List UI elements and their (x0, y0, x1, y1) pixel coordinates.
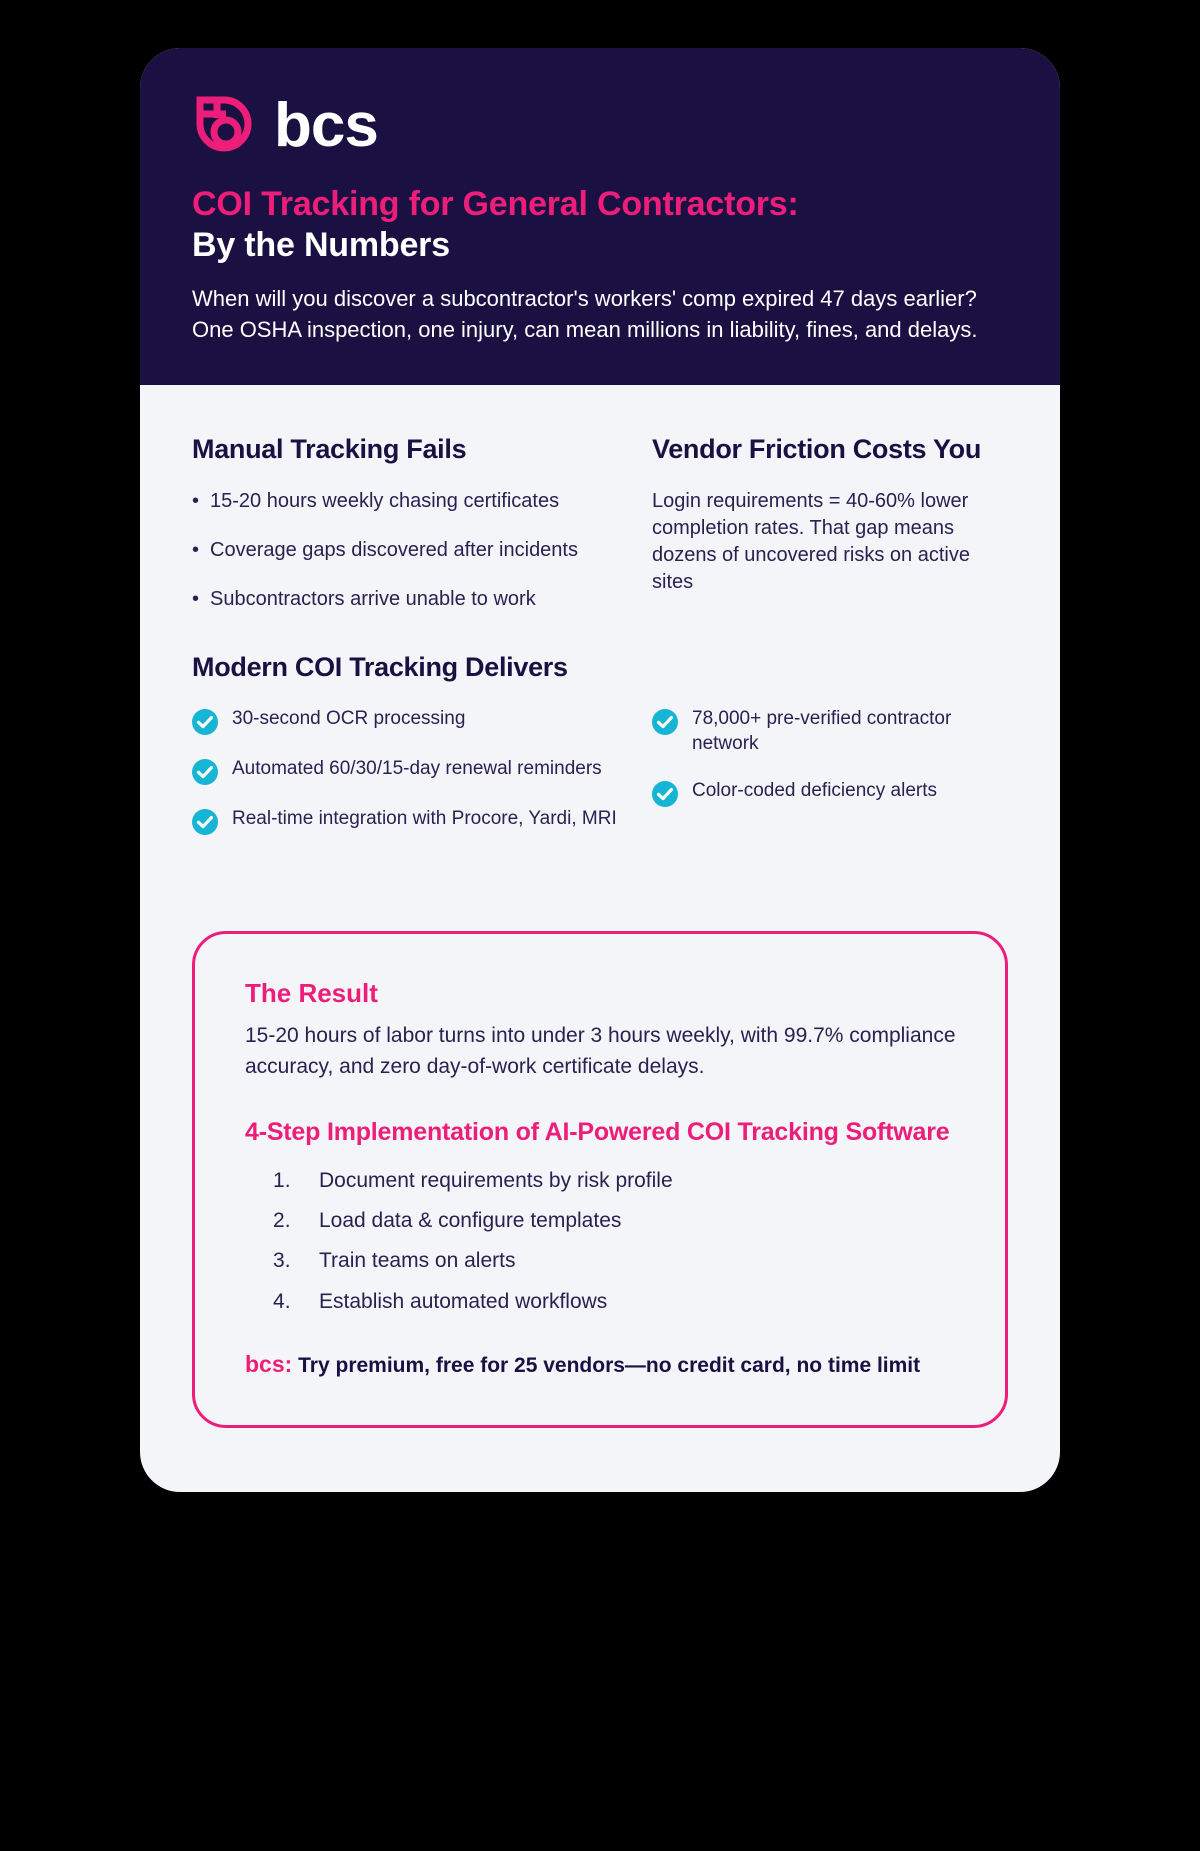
implementation-steps-list: Document requirements by risk profile Lo… (245, 1167, 957, 1317)
list-item: Subcontractors arrive unable to work (192, 586, 622, 613)
feature-label: Color-coded deficiency alerts (692, 779, 938, 801)
infographic-card: bcs COI Tracking for General Contractors… (140, 48, 1060, 1492)
implementation-steps-title: 4-Step Implementation of AI-Powered COI … (245, 1118, 950, 1147)
check-circle-icon (652, 780, 678, 807)
list-item: Real-time integration with Procore, Yard… (192, 807, 622, 836)
features-column-right: 78,000+ pre-verified contractor network … (652, 707, 1008, 835)
feature-label: Real-time integration with Procore, Yard… (232, 808, 617, 830)
check-circle-icon (192, 759, 218, 786)
list-item: Document requirements by risk profile (273, 1167, 673, 1196)
list-item: Establish automated workflows (273, 1288, 608, 1317)
brand-row: bcs (192, 94, 1008, 158)
features-grid: 30-second OCR processing Automated 60/30… (192, 707, 1008, 836)
list-item: 30-second OCR processing (192, 707, 622, 736)
result-title: The Result (245, 978, 378, 1009)
cta-text: Try premium, free for 25 vendors—no cred… (298, 1354, 921, 1378)
header-subtitle: When will you discover a subcontractor's… (192, 285, 978, 343)
cta-brand-label: bcs: (245, 1351, 293, 1378)
bcs-circle-logo-icon (196, 96, 252, 152)
card-body: Manual Tracking Fails 15-20 hours weekly… (140, 385, 1060, 876)
vendor-friction-title: Vendor Friction Costs You (652, 434, 982, 465)
list-item: Color-coded deficiency alerts (652, 779, 1008, 807)
modern-coi-section: Modern COI Tracking Delivers 30-second O… (192, 651, 1008, 836)
list-item: 78,000+ pre-verified contractor network (652, 707, 1008, 756)
vendor-friction-paragraph: Login requirements = 40-60% lower comple… (652, 489, 970, 593)
feature-label: 30-second OCR processing (232, 708, 466, 730)
features-column-left: 30-second OCR processing Automated 60/30… (192, 707, 622, 836)
result-callout-box: The Result 15-20 hours of labor turns in… (192, 931, 1008, 1428)
feature-label: 78,000+ pre-verified contractor network (692, 708, 952, 754)
page-title-line1: COI Tracking for General Contractors: (192, 185, 799, 223)
feature-label: Automated 60/30/15-day renewal reminders (232, 758, 602, 780)
result-body-text: 15-20 hours of labor turns into under 3 … (245, 1024, 956, 1078)
manual-tracking-title: Manual Tracking Fails (192, 434, 467, 465)
page-title-line2: By the Numbers (192, 226, 450, 265)
check-circle-icon (652, 709, 678, 736)
vendor-friction-section: Vendor Friction Costs You Login requirem… (652, 433, 1008, 612)
top-two-column-row: Manual Tracking Fails 15-20 hours weekly… (192, 433, 1008, 612)
check-circle-icon (192, 709, 218, 736)
brand-wordmark: bcs (274, 91, 379, 160)
card-header: bcs COI Tracking for General Contractors… (140, 48, 1060, 386)
list-item: Train teams on alerts (273, 1247, 516, 1276)
list-item: Automated 60/30/15-day renewal reminders (192, 757, 622, 786)
check-circle-icon (192, 809, 218, 836)
manual-tracking-section: Manual Tracking Fails 15-20 hours weekly… (192, 433, 622, 612)
list-item: 15-20 hours weekly chasing certificates (192, 488, 622, 515)
list-item: Load data & configure templates (273, 1207, 622, 1236)
list-item: Coverage gaps discovered after incidents (192, 537, 622, 564)
modern-coi-title: Modern COI Tracking Delivers (192, 651, 568, 682)
cta-line: bcs: Try premium, free for 25 vendors—no… (245, 1348, 957, 1380)
manual-tracking-bullets: 15-20 hours weekly chasing certificates … (192, 488, 622, 613)
